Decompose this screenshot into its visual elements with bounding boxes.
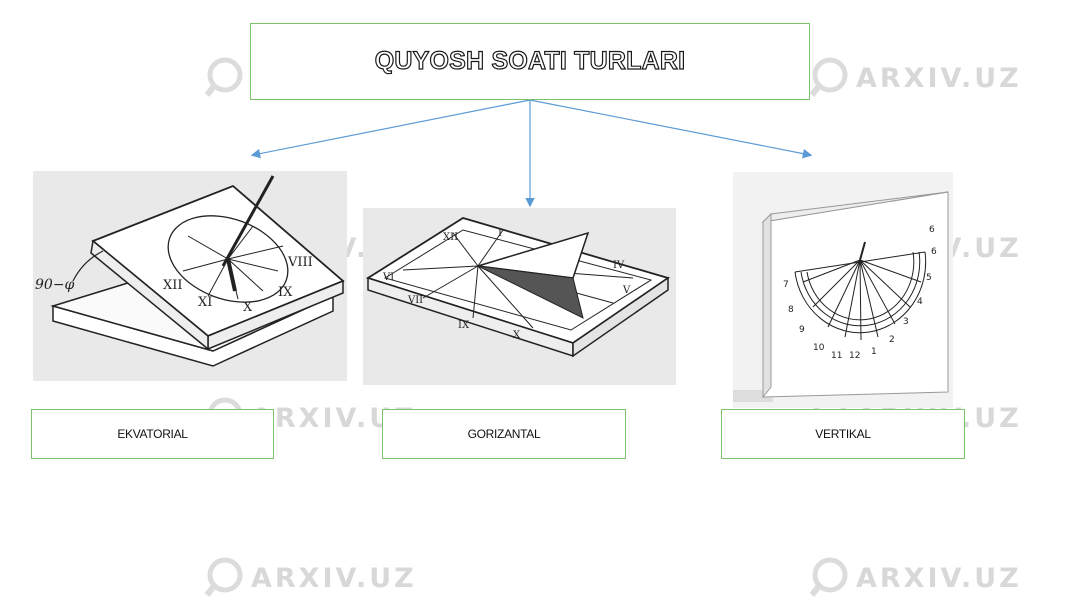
category-label: VERTIKAL	[815, 427, 871, 441]
svg-text:6: 6	[931, 247, 937, 257]
angle-label: 90−φ	[35, 277, 75, 293]
vertikal-sundial-illustration: 6 7 8 9 10 11 12 1 2 3 4 5 6	[733, 172, 953, 408]
title-box: QUYOSH SOATI TURLARI	[250, 23, 810, 100]
category-box-ekvatorial: EKVATORIAL	[31, 409, 274, 459]
magnifier-icon	[810, 557, 848, 597]
svg-text:IX: IX	[458, 320, 470, 331]
svg-text:VIII: VIII	[287, 255, 313, 270]
svg-text:I: I	[498, 228, 502, 239]
svg-text:6: 6	[929, 225, 935, 235]
svg-text:3: 3	[903, 317, 909, 327]
magnifier-icon	[205, 557, 243, 597]
svg-text:12: 12	[849, 351, 860, 361]
svg-text:2: 2	[889, 335, 895, 345]
svg-text:X: X	[513, 330, 521, 341]
watermark: ARXIV.UZ	[810, 55, 1022, 101]
svg-text:V: V	[622, 285, 631, 296]
magnifier-icon	[810, 57, 848, 97]
arrow-to-vertikal	[529, 99, 813, 159]
watermark: ARXIV.UZ	[810, 555, 1022, 601]
vertikal-hour-labels: 6 7 8 9 10 11 12 1 2 3 4 5 6	[783, 225, 937, 361]
arrow-to-ekvatorial	[250, 99, 531, 159]
svg-text:9: 9	[799, 325, 805, 335]
category-box-vertikal: VERTIKAL	[721, 409, 965, 459]
svg-text:VII: VII	[407, 295, 423, 306]
svg-text:10: 10	[813, 343, 825, 353]
svg-text:X: X	[243, 300, 253, 315]
category-label: EKVATORIAL	[117, 427, 188, 441]
svg-text:5: 5	[926, 273, 932, 283]
svg-text:XII: XII	[163, 278, 183, 293]
svg-text:VI: VI	[382, 272, 394, 283]
category-label: GORIZANTAL	[467, 427, 541, 441]
svg-text:IX: IX	[278, 285, 293, 300]
gorizantal-sundial-illustration: VI VII IX X XII I IV V	[363, 208, 676, 385]
svg-text:1: 1	[871, 347, 877, 357]
svg-text:7: 7	[783, 280, 789, 290]
ekvatorial-sundial-illustration: XII XI X IX VIII 90−φ	[33, 171, 347, 381]
svg-text:XI: XI	[198, 295, 212, 310]
svg-text:XII: XII	[443, 232, 458, 243]
svg-text:4: 4	[917, 297, 923, 307]
magnifier-icon	[205, 57, 243, 97]
svg-text:11: 11	[831, 351, 842, 361]
diagram-title: QUYOSH SOATI TURLARI	[374, 46, 686, 75]
svg-text:8: 8	[788, 305, 794, 315]
category-box-gorizantal: GORIZANTAL	[382, 409, 626, 459]
watermark: ARXIV.UZ	[205, 555, 417, 601]
svg-text:IV: IV	[613, 260, 625, 271]
